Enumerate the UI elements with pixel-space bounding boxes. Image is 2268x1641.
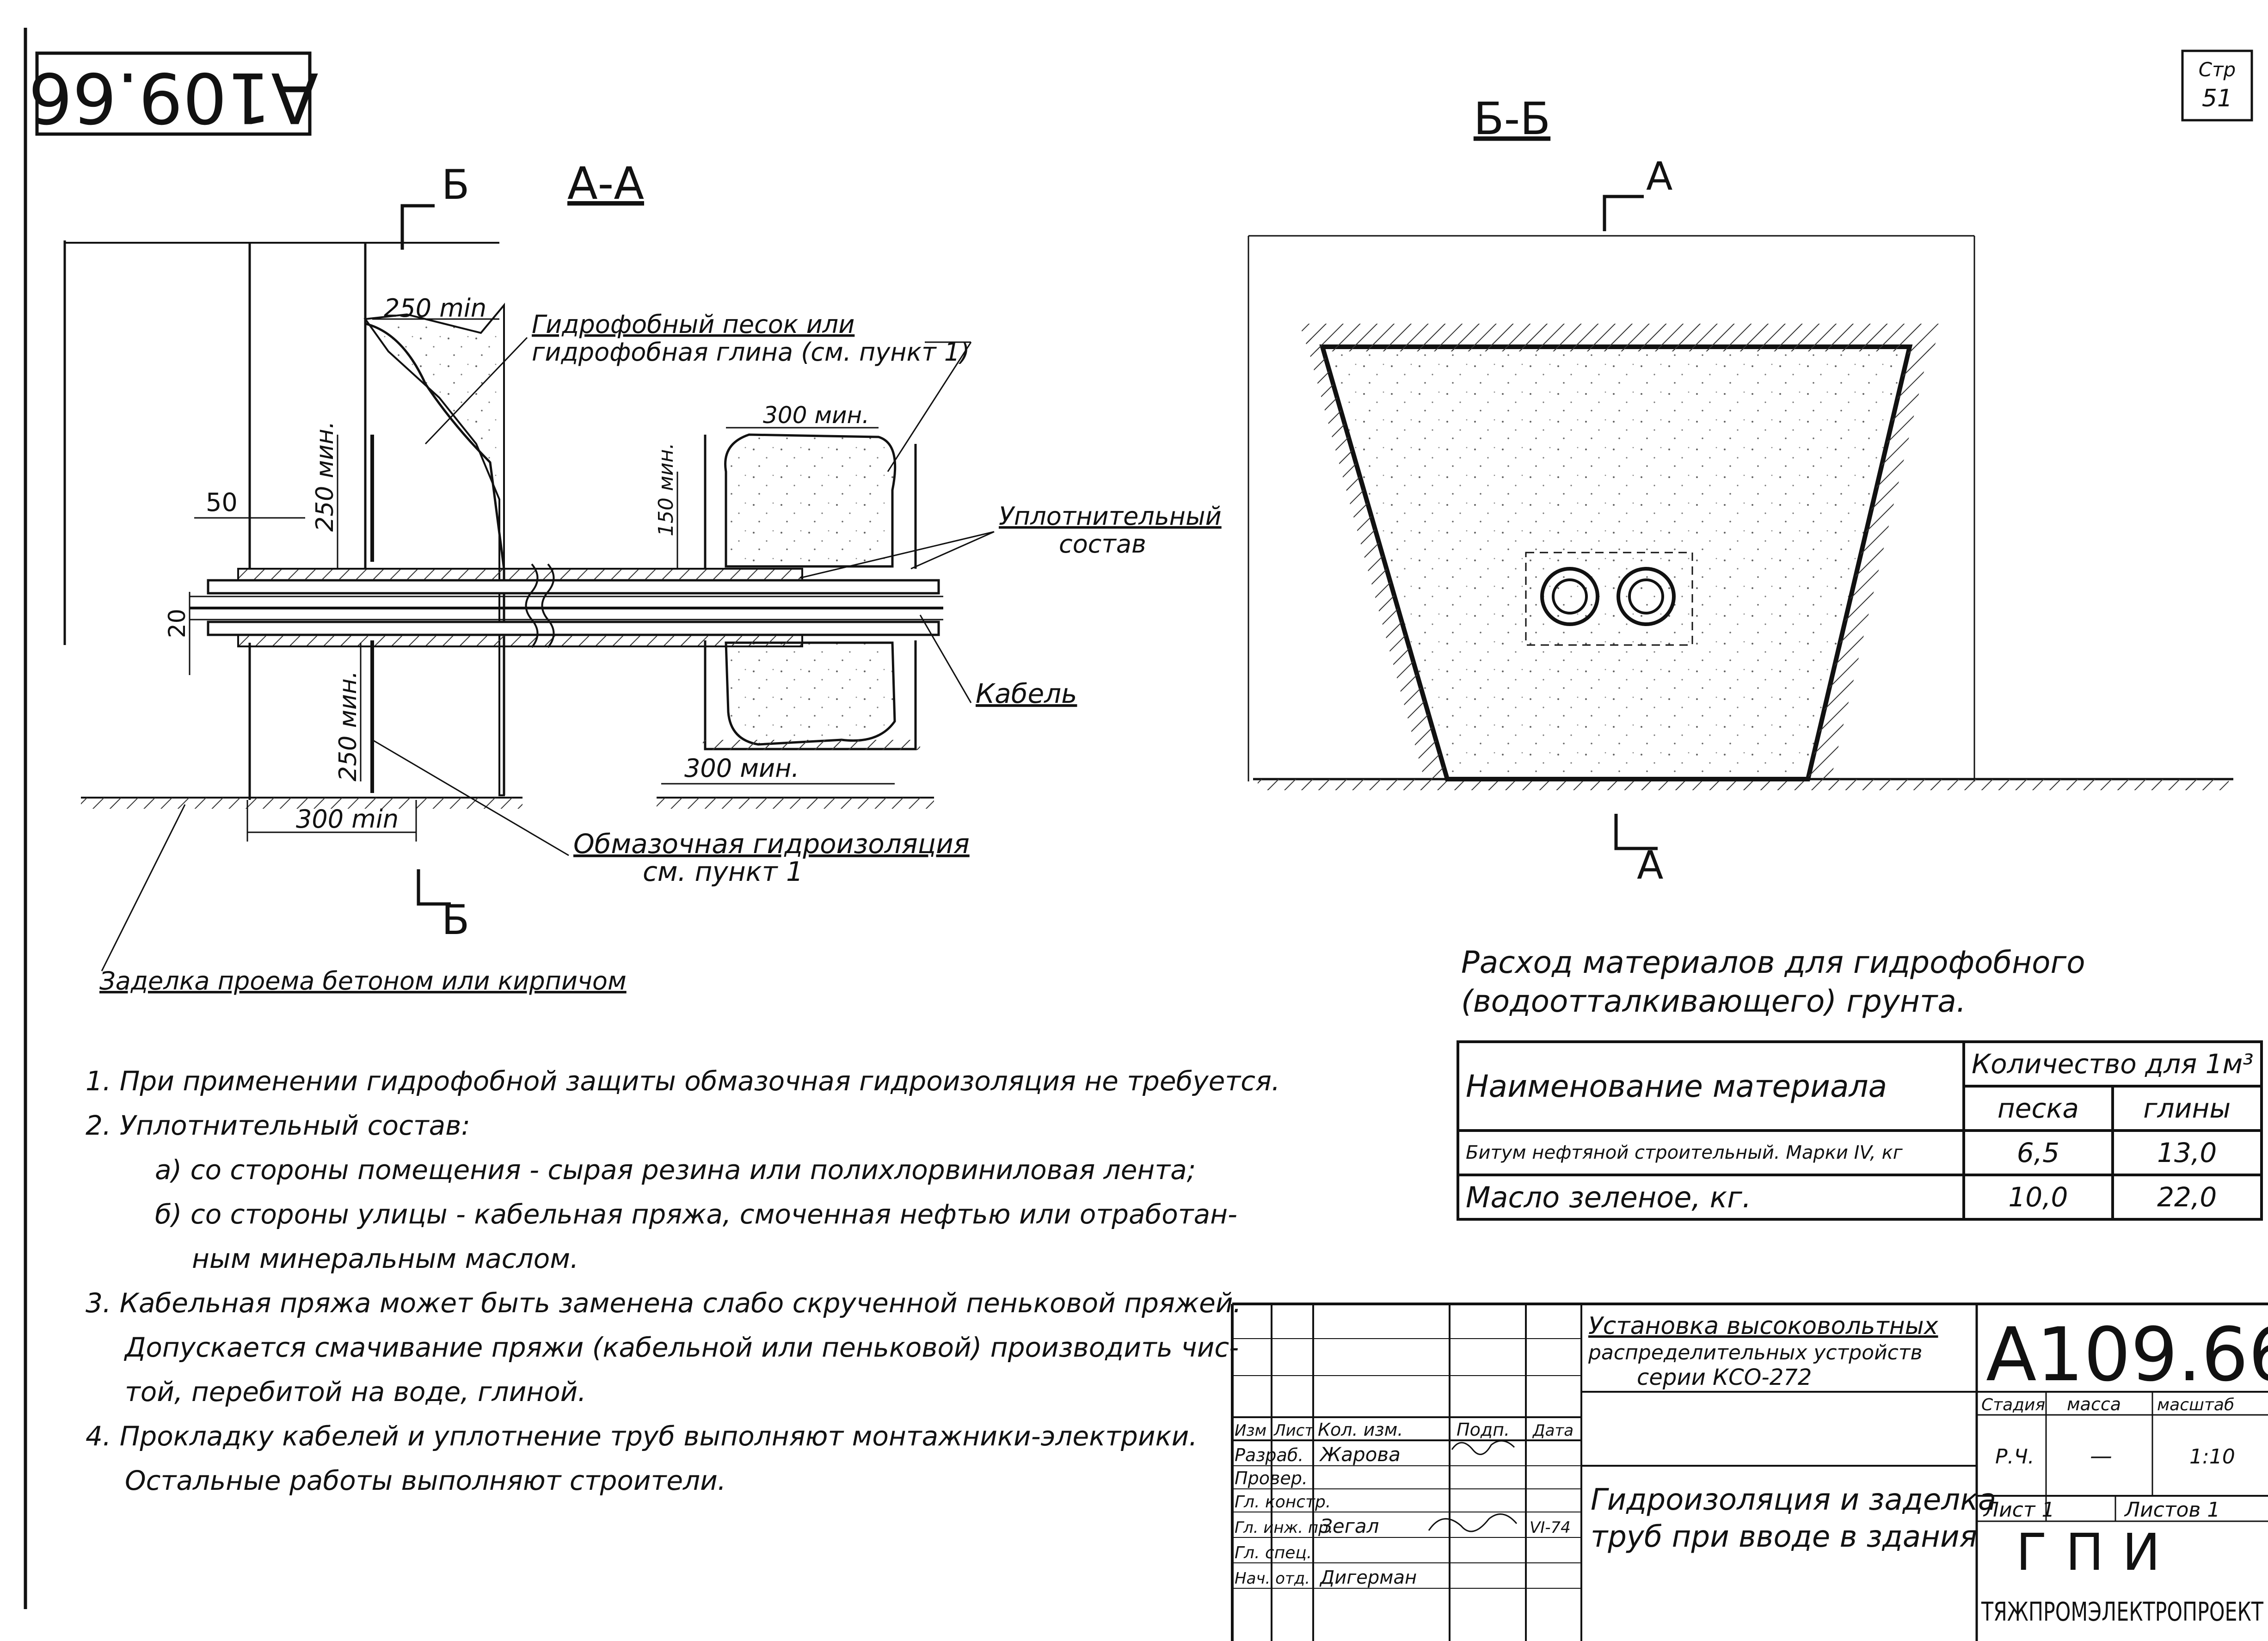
col-date: Дата (1532, 1421, 1573, 1440)
note-3: 3. Кабельная пряжа может быть заменена с… (86, 1287, 1242, 1319)
role-6: Нач. отд. (1235, 1569, 1310, 1588)
callout-coating-line2: см. пункт 1 (643, 856, 803, 887)
sheet-code-text: А109.66 (28, 57, 318, 137)
materials-title: Расход материалов для гидрофобного (водо… (1461, 943, 2085, 1021)
materials-header-qty: Количество для 1м³ (1962, 1040, 2263, 1088)
col-list: Лист (1273, 1421, 1314, 1440)
stage-value: Р.Ч. (1995, 1445, 2034, 1469)
dim-50: 50 (206, 488, 238, 517)
note-2b: б) со стороны улицы - кабельная пряжа, с… (155, 1198, 1237, 1230)
section-bb: Б-Б А А (1248, 93, 2233, 888)
role-4: Гл. инж. пр. (1235, 1518, 1333, 1537)
note-3-cont2: той, перебитой на воде, глиной. (125, 1376, 586, 1407)
page-number: 51 (2202, 85, 2232, 112)
role-2: Провер. (1235, 1468, 1308, 1488)
materials-title-line2: (водоотталкивающего) грунта. (1461, 983, 1966, 1019)
dim-250-top: 250 min (384, 294, 486, 323)
note-3-cont: Допускается смачивание пряжи (кабельной … (125, 1332, 1239, 1363)
cut-mark-top: Б (442, 161, 469, 209)
material-name: Масло зеленое, кг. (1457, 1174, 1965, 1221)
dim-300-bottom: 300 min (296, 805, 399, 834)
mass-value: — (2090, 1443, 2112, 1469)
materials-header-sand: песка (1962, 1085, 2114, 1132)
project-line1: Установка высоковольтных (1588, 1312, 1939, 1340)
drawing-title-line2: труб при вводе в здания (1591, 1520, 1977, 1554)
stage-label: Стадия (1981, 1395, 2045, 1414)
material-sand: 10,0 (1962, 1174, 2114, 1221)
project-line2: распределительных устройств (1588, 1341, 1922, 1364)
callout-seal-line1: Уплотнительный (999, 502, 1222, 531)
col-sign: Подп. (1457, 1420, 1510, 1440)
dim-20: 20 (164, 608, 191, 638)
notes: 1. При применении гидрофобной защиты обм… (86, 1059, 1280, 1503)
title-block: Изм Лист Кол. изм. Подп. Дата Разраб. Пр… (1231, 1303, 2268, 1641)
scale-value: 1:10 (2189, 1445, 2235, 1469)
table-row: Битум нефтяной строительный. Марки IV, к… (1457, 1129, 2263, 1176)
note-4: 4. Прокладку кабелей и уплотнение труб в… (86, 1420, 1198, 1452)
cut-mark-bottom: Б (442, 896, 469, 944)
title-block-code: А109.66 (1986, 1311, 2268, 1398)
section-aa: А-А Б Б (63, 158, 1222, 996)
col-izm: Изм (1235, 1421, 1266, 1440)
dim-300-upper: 300 мин. (763, 402, 869, 429)
page-number-box: Стр 51 (2181, 49, 2253, 122)
section-bb-title: Б-Б (1474, 93, 1550, 145)
callout-seal-line2: состав (1059, 529, 1146, 559)
callout-sand-line2: гидрофобная глина (см. пункт 1) (532, 338, 970, 367)
name-6: Дигерман (1319, 1567, 1417, 1588)
callout-coating-line1: Обмазочная гидроизоляция (573, 828, 970, 860)
section-aa-title: А-А (567, 158, 644, 209)
note-2b-cont: ным минеральным маслом. (192, 1243, 579, 1274)
scale-label: масштаб (2157, 1395, 2234, 1414)
dim-250-vertical-lower: 250 мин. (334, 671, 362, 781)
materials-title-line1: Расход материалов для гидрофобного (1461, 945, 2085, 980)
col-doc: Кол. изм. (1318, 1420, 1403, 1440)
role-3: Гл. констр. (1235, 1493, 1331, 1512)
org-logo: ГПИ (2016, 1523, 2179, 1582)
callout-cable: Кабель (976, 678, 1077, 709)
sheets-label: Листов 1 (2124, 1498, 2220, 1522)
material-clay: 22,0 (2111, 1174, 2263, 1221)
material-sand: 6,5 (1962, 1129, 2114, 1176)
cut-mark-a-bottom: А (1637, 842, 1663, 888)
callout-filling: Заделка проема бетоном или кирпичом (99, 966, 627, 996)
name-4: Зегал (1320, 1515, 1379, 1537)
materials-table: Наименование материала Количество для 1м… (1457, 1040, 2263, 1221)
drawing-title-line1: Гидроизоляция и заделка (1591, 1483, 1996, 1517)
dim-150: 150 мин. (654, 443, 678, 536)
dim-250-vertical-upper: 250 мин. (311, 421, 339, 532)
page-label: Стр (2199, 58, 2236, 81)
materials-header-name: Наименование материала (1457, 1040, 1965, 1132)
role-1: Разраб. (1235, 1445, 1303, 1465)
signature-zegal (1428, 1513, 1518, 1532)
sheet-code-stamp: А109.66 (28, 51, 319, 137)
callout-sand-line1: Гидрофобный песок или (532, 310, 854, 339)
note-2: 2. Уплотнительный состав: (86, 1110, 470, 1141)
org-name: ТЯЖПРОМЭЛЕКТРОПРОЕКТ (1981, 1597, 2263, 1627)
date-gl-inzh: VI-74 (1530, 1518, 1571, 1537)
name-1: Жарова (1319, 1443, 1401, 1466)
materials-header-clay: глины (2111, 1085, 2263, 1132)
dim-300-lower: 300 мин. (684, 754, 799, 783)
note-4-cont: Остальные работы выполняют строители. (125, 1465, 726, 1496)
material-clay: 13,0 (2111, 1129, 2263, 1176)
material-name: Битум нефтяной строительный. Марки IV, к… (1457, 1129, 1965, 1176)
role-5: Гл. спец. (1235, 1543, 1312, 1562)
note-2a: а) со стороны помещения - сырая резина и… (155, 1154, 1196, 1186)
mass-label: масса (2067, 1394, 2121, 1414)
project-line3: серии КСО-272 (1637, 1364, 1812, 1390)
note-1: 1. При применении гидрофобной защиты обм… (86, 1065, 1280, 1097)
table-row: Масло зеленое, кг. 10,0 22,0 (1457, 1174, 2263, 1221)
cut-mark-a-top: А (1646, 154, 1672, 199)
sheet-label: Лист 1 (1983, 1498, 2054, 1522)
